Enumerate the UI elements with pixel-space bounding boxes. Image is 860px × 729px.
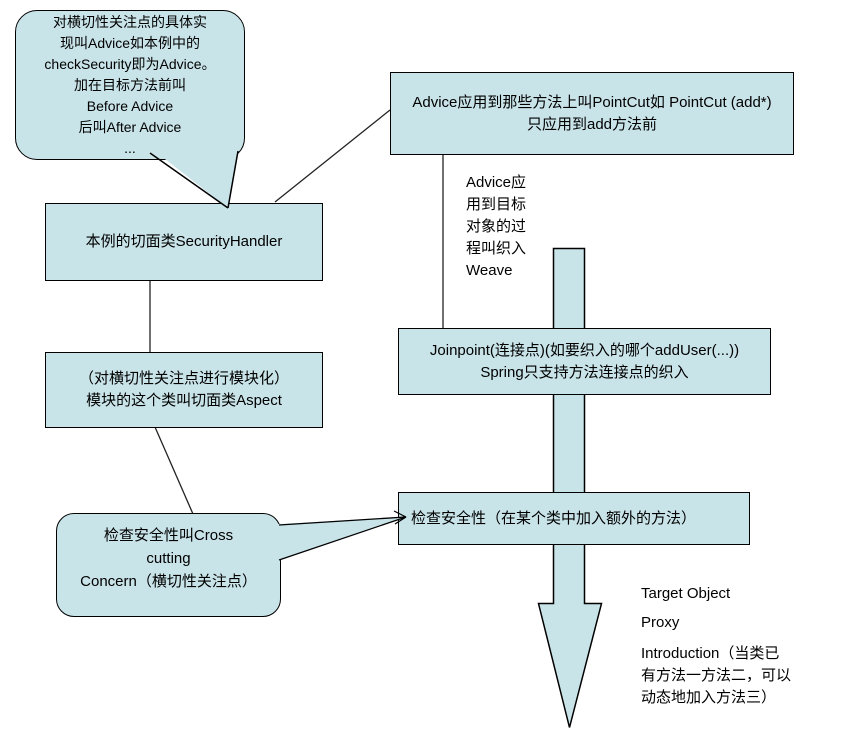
label-introduction: Introduction（当类已 有方法一方法二，可以 动态地加入方法三）	[641, 643, 836, 709]
box-joinpoint-line: Joinpoint(连接点)(如要织入的哪个addUser(...))	[429, 341, 740, 359]
callout-advice: 对横切性关注点的具体实 现叫Advice如本例中的 checkSecurity即…	[15, 10, 245, 160]
callout-advice-line: 加在目标方法前叫	[74, 76, 186, 93]
box-check-security: 检查安全性（在某个类中加入额外的方法）	[398, 492, 750, 545]
connector-aspect-to-crosscutting	[154, 426, 194, 515]
label-proxy-text: Proxy	[641, 614, 680, 631]
box-joinpoint: Joinpoint(连接点)(如要织入的哪个addUser(...)) Spri…	[398, 328, 771, 395]
callout-advice-tail-edge	[149, 152, 229, 209]
label-weave-line: Advice应	[466, 174, 527, 191]
callout-advice-line: 后叫After Advice	[78, 118, 182, 135]
box-pointcut-line: 只应用到add方法前	[526, 115, 658, 133]
callout-advice-tail-edge	[227, 150, 239, 209]
callout-advice-line: checkSecurity即为Advice。	[44, 55, 216, 72]
label-weave-line: Weave	[466, 262, 513, 279]
label-weave-line: 程叫织入	[466, 240, 527, 257]
callout-advice-line: 现叫Advice如本例中的	[59, 34, 201, 51]
connector-pointcut-to-securityhandler	[274, 109, 391, 203]
label-weave-line: 用到目标	[466, 196, 527, 213]
box-security-handler: 本例的切面类SecurityHandler	[45, 203, 323, 281]
callout-crosscutting-tail-edge	[278, 516, 407, 526]
box-aspect-line: （对横切性关注点进行模块化）	[78, 370, 289, 387]
callout-crosscutting: 检查安全性叫Cross cutting Concern（横切性关注点）	[56, 513, 281, 617]
box-aspect-line: 模块的这个类叫切面类Aspect	[86, 392, 282, 409]
label-weave-line: 对象的过	[466, 218, 527, 235]
callout-crosscutting-tail	[278, 517, 406, 561]
label-introduction-line: Introduction（当类已	[641, 645, 780, 662]
callout-crosscutting-line: Concern（横切性关注点）	[80, 573, 257, 590]
callout-crosscutting-tail-edge	[278, 516, 407, 561]
box-check-security-text: 检查安全性（在某个类中加入额外的方法）	[411, 509, 697, 527]
box-pointcut-line: Advice应用到那些方法上叫PointCut如 PointCut (add*)	[412, 93, 772, 111]
label-target-object: Target Object	[641, 583, 791, 605]
callout-crosscutting-line: cutting	[146, 550, 191, 567]
callout-advice-line: 对横切性关注点的具体实	[53, 13, 207, 30]
callout-crosscutting-line: 检查安全性叫Cross	[103, 527, 234, 544]
flow-down-arrow	[537, 247, 603, 728]
box-pointcut: Advice应用到那些方法上叫PointCut如 PointCut (add*)…	[390, 72, 794, 155]
label-target-object-text: Target Object	[641, 585, 731, 602]
box-joinpoint-line: Spring只支持方法连接点的织入	[480, 363, 689, 381]
box-security-handler-text: 本例的切面类SecurityHandler	[85, 233, 283, 250]
callout-advice-line: ...	[124, 139, 136, 156]
label-introduction-line: 有方法一方法二，可以	[641, 667, 792, 684]
label-weave: Advice应 用到目标 对象的过 程叫织入 Weave	[466, 172, 561, 282]
label-introduction-line: 动态地加入方法三）	[641, 689, 777, 706]
callout-advice-line: Before Advice	[86, 97, 174, 114]
label-proxy: Proxy	[641, 612, 741, 634]
box-aspect: （对横切性关注点进行模块化） 模块的这个类叫切面类Aspect	[45, 352, 323, 428]
